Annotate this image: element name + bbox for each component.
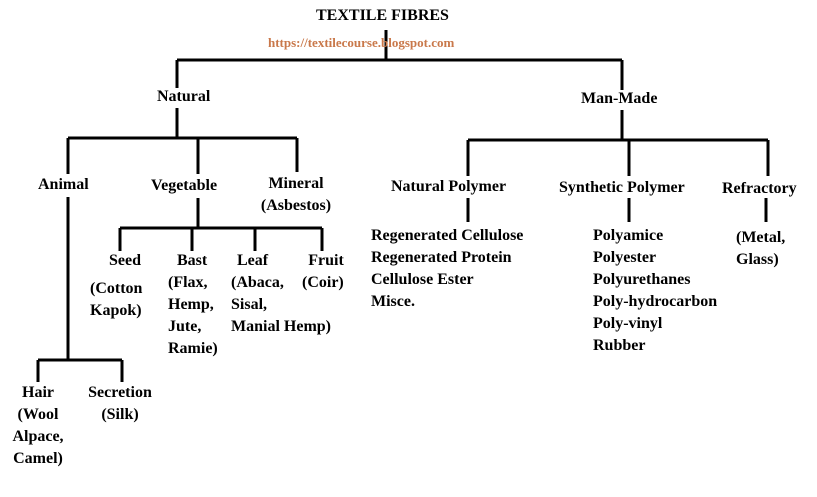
- list-item: Regenerated Protein: [371, 249, 512, 266]
- node-bast-detail-3: Jute,: [168, 318, 202, 335]
- node-bast: Bast (Flax, Hemp, Jute, Ramie): [168, 250, 218, 360]
- node-mineral: Mineral (Asbestos): [240, 173, 352, 217]
- list-item: Polyester: [593, 249, 657, 266]
- list-item: Misce.: [371, 293, 415, 310]
- node-hair-label: Hair: [22, 384, 54, 401]
- node-leaf-detail-2: Sisal,: [231, 296, 268, 313]
- list-item: Regenerated Cellulose: [371, 227, 524, 244]
- node-hair-detail-3: Camel): [13, 450, 63, 467]
- node-man-made: Man-Made: [581, 90, 658, 107]
- list-item: Glass): [736, 251, 779, 268]
- node-bast-detail-1: (Flax,: [168, 274, 208, 291]
- node-bast-label: Bast: [177, 252, 208, 269]
- node-vegetable: Vegetable: [151, 177, 218, 194]
- node-hair: Hair (Wool Alpace, Camel): [6, 382, 70, 470]
- list-item: (Metal,: [736, 229, 786, 246]
- node-mineral-detail: (Asbestos): [260, 197, 332, 214]
- node-leaf-detail-3: Manial Hemp): [231, 318, 331, 335]
- node-leaf-detail-1: (Abaca,: [231, 274, 284, 291]
- node-refractory: Refractory: [722, 180, 797, 197]
- node-seed: Seed (Cotton Kapok): [90, 250, 156, 322]
- list-item: Polyamice: [593, 227, 664, 244]
- list-refractory: (Metal, Glass): [736, 227, 785, 271]
- node-leaf: Leaf (Abaca, Sisal, Manial Hemp): [231, 250, 331, 335]
- node-secretion: Secretion (Silk): [78, 382, 162, 426]
- list-item: Poly-vinyl: [593, 315, 663, 332]
- node-secretion-label: Secretion: [88, 384, 152, 401]
- node-natural: Natural: [157, 88, 211, 105]
- node-secretion-detail: (Silk): [101, 406, 139, 423]
- node-synthetic-polymer: Synthetic Polymer: [559, 179, 685, 196]
- node-mineral-label: Mineral: [268, 175, 324, 192]
- node-fruit-detail: (Coir): [302, 274, 344, 291]
- source-url: https://textilecourse.blogspot.com: [268, 35, 455, 50]
- list-item: Poly-hydrocarbon: [593, 293, 718, 310]
- node-fruit-label: Fruit: [308, 252, 344, 269]
- diagram-title: TEXTILE FIBRES: [316, 7, 449, 24]
- list-item: Cellulose Ester: [371, 271, 474, 288]
- node-bast-detail-2: Hemp,: [168, 296, 214, 313]
- list-synthetic-polymer: Polyamice Polyester Polyurethanes Poly-h…: [593, 225, 717, 357]
- node-hair-detail-2: Alpace,: [12, 428, 64, 445]
- node-natural-polymer: Natural Polymer: [391, 178, 507, 195]
- node-seed-detail-1: (Cotton: [90, 280, 143, 297]
- node-seed-detail-2: Kapok): [90, 302, 142, 319]
- node-seed-label: Seed: [109, 252, 141, 269]
- node-bast-detail-4: Ramie): [168, 340, 218, 357]
- node-leaf-label: Leaf: [237, 252, 269, 269]
- node-fruit: Fruit: [298, 250, 354, 272]
- node-animal: Animal: [38, 176, 89, 193]
- list-natural-polymer: Regenerated Cellulose Regenerated Protei…: [371, 225, 523, 313]
- list-item: Polyurethanes: [593, 271, 691, 288]
- node-hair-detail-1: (Wool: [17, 406, 59, 423]
- list-item: Rubber: [593, 337, 646, 354]
